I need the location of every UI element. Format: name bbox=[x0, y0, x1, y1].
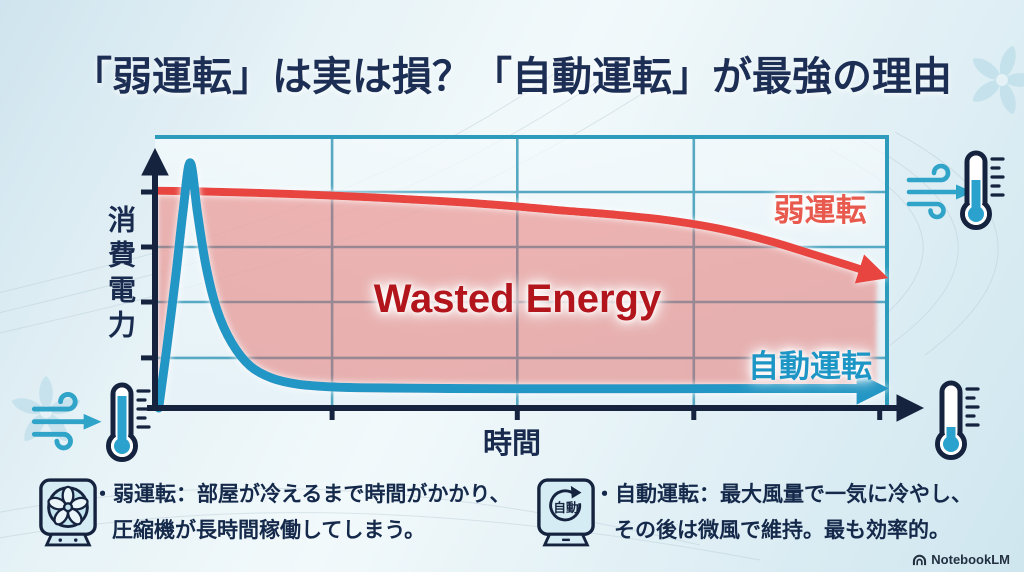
auto-cycle-arrow-icon bbox=[549, 485, 582, 522]
auto-mode-description: ・自動運転：最大風量で一気に冷やし、 その後は微風で維持。最も効率的。 bbox=[594, 477, 972, 549]
thermometer-high-icon bbox=[109, 385, 151, 460]
auto-mode-series-label: 自動運転 bbox=[748, 349, 872, 384]
weak-series-line bbox=[153, 186, 889, 284]
weak-description-line1: ・弱運転：部屋が冷えるまで時間がかかり、 bbox=[92, 483, 511, 506]
auto-description-line1: ・自動運転：最大風量で一気に冷やし、 bbox=[594, 483, 972, 506]
wasted-energy-label: Wasted Energy bbox=[373, 277, 662, 321]
thermometer-low-icon bbox=[938, 383, 980, 458]
fan-blades-icon bbox=[47, 485, 89, 526]
weak-description-line2: 圧縮機が長時間稼働してしまう。 bbox=[112, 519, 426, 542]
y-axis-label: 消費電力 bbox=[105, 205, 136, 345]
axis-ticks bbox=[141, 189, 883, 420]
notebooklm-watermark: NotebookLM bbox=[912, 552, 1010, 567]
notebooklm-logo-icon bbox=[913, 554, 927, 566]
fan-device-icon bbox=[39, 478, 97, 547]
chart-top-right-border bbox=[155, 135, 889, 408]
weak-mode-description: ・弱運転：部屋が冷えるまで時間がかかり、 圧縮機が長時間稼働してしまう。 bbox=[92, 477, 511, 549]
auto-description-line2: その後は微風で維持。最も効率的。 bbox=[614, 519, 950, 542]
watermark-text: NotebookLM bbox=[931, 552, 1010, 567]
weak-mode-series-label: 弱運転 bbox=[773, 193, 867, 228]
page-title: 「弱運転」は実は損？「自動運転」が最強の理由 bbox=[72, 55, 952, 99]
auto-series-line bbox=[154, 158, 889, 413]
auto-device-icon: 自動 bbox=[537, 478, 595, 547]
auto-icon-text: 自動 bbox=[553, 500, 579, 515]
thermometer-mid-icon bbox=[963, 153, 1005, 228]
x-axis-label: 時間 bbox=[482, 428, 541, 460]
wasted-energy-area bbox=[157, 162, 877, 408]
